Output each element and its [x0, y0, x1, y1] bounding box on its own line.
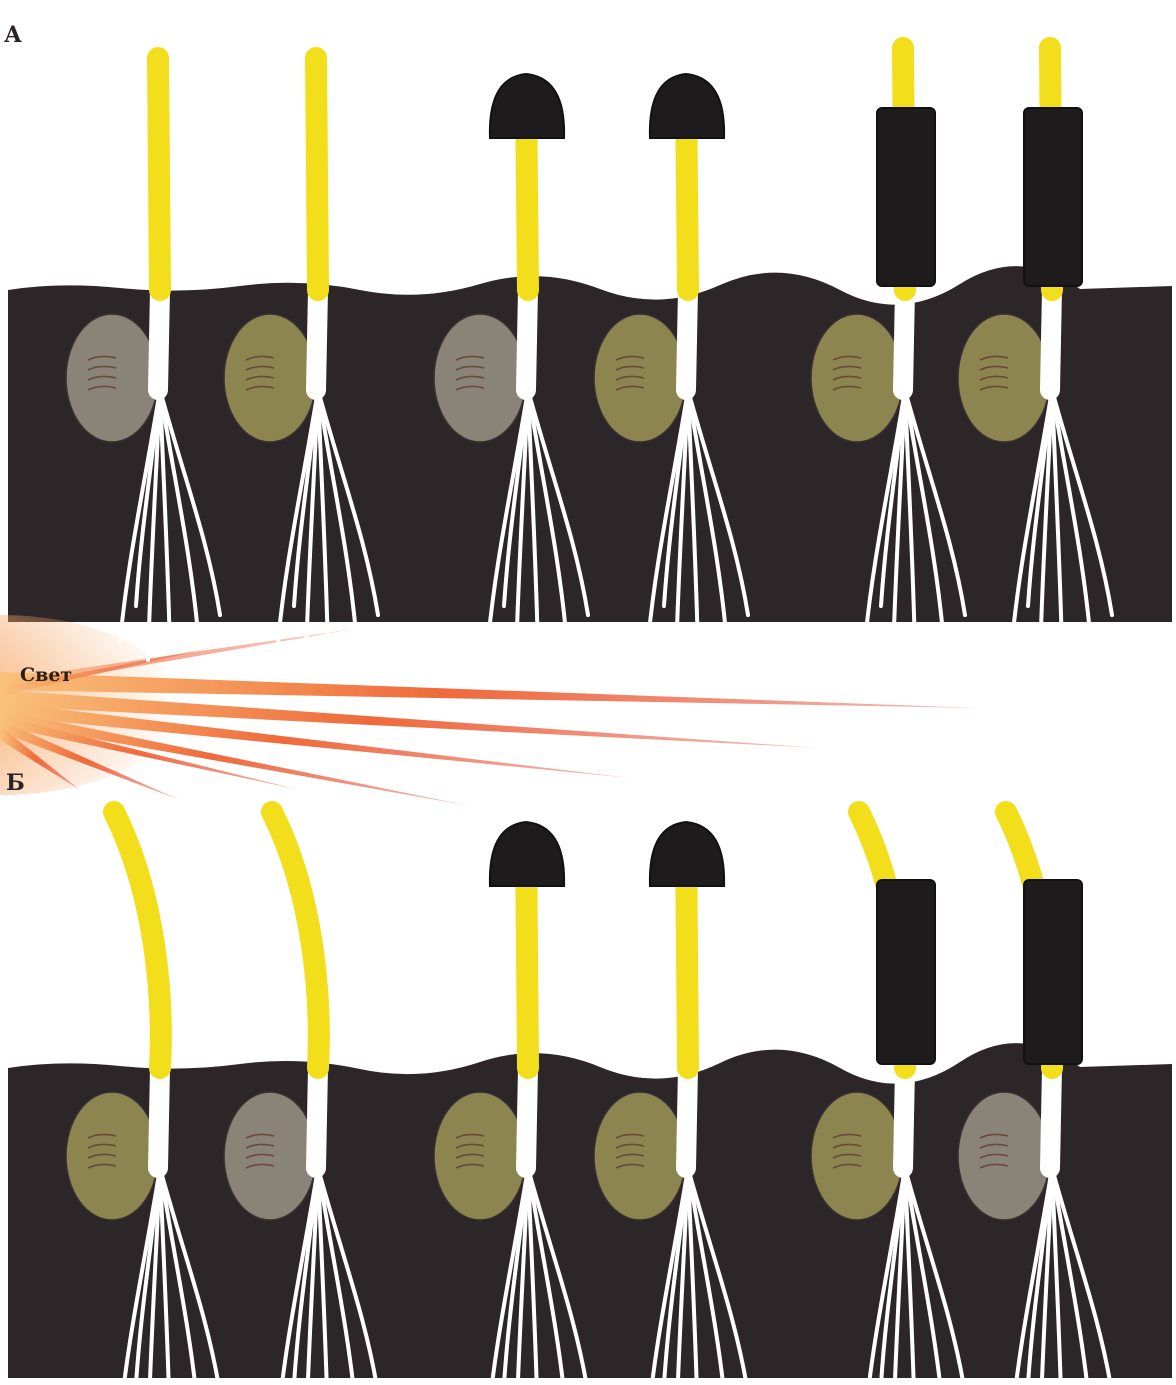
stem-underground — [903, 1068, 905, 1168]
stem-underground — [1050, 1068, 1052, 1168]
tip-cover — [650, 822, 724, 886]
stem-underground — [316, 290, 318, 390]
stem-underground — [1050, 290, 1052, 390]
seed — [434, 314, 526, 442]
tip-cover — [650, 74, 724, 138]
seed — [224, 1092, 316, 1220]
stem-cover — [1024, 108, 1082, 286]
seed — [224, 314, 316, 442]
stem-underground — [526, 290, 528, 390]
stem-underground — [158, 290, 160, 390]
stem-cover — [877, 880, 935, 1064]
seed — [434, 1092, 526, 1220]
stem-underground — [686, 1068, 688, 1168]
stem-underground — [686, 290, 688, 390]
tip-cover — [490, 822, 564, 886]
seed — [811, 314, 903, 442]
seed — [811, 1092, 903, 1220]
stem-underground — [526, 1068, 528, 1168]
panel-label-a: А — [4, 22, 22, 48]
light-label: Свет — [20, 664, 72, 686]
seed — [66, 1092, 158, 1220]
stem-underground — [158, 1068, 160, 1168]
tip-cover — [490, 74, 564, 138]
panel-label-b: Б — [6, 770, 25, 796]
seed — [66, 314, 158, 442]
stem-cover — [1024, 880, 1082, 1064]
stem-underground — [316, 1068, 318, 1168]
seed — [594, 1092, 686, 1220]
seed — [594, 314, 686, 442]
stem-cover — [877, 108, 935, 286]
seed — [958, 314, 1050, 442]
stem-underground — [903, 290, 905, 390]
seed — [958, 1092, 1050, 1220]
